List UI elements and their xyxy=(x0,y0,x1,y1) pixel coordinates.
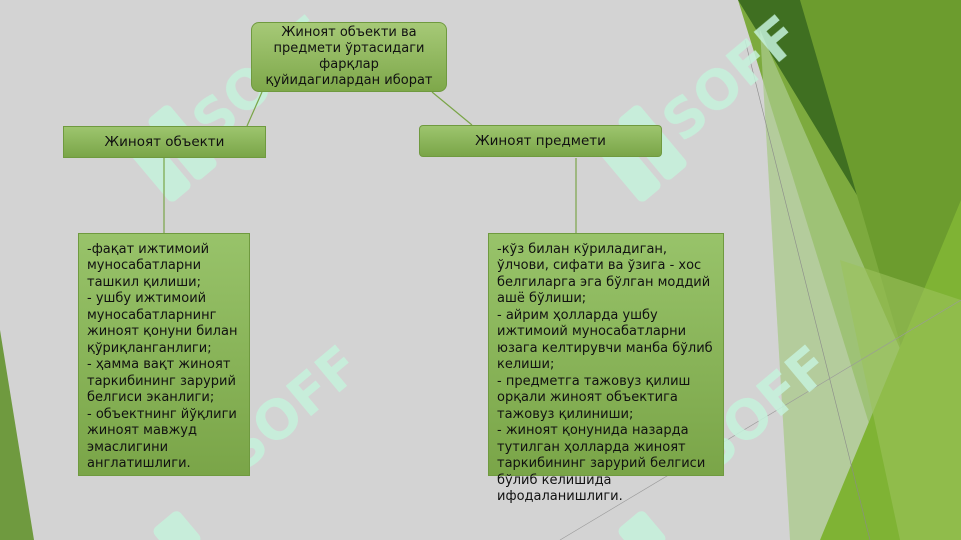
subject-node-title: Жиноят предмети xyxy=(475,133,606,149)
subject-details: -кўз билан кўриладиган, ўлчови, сифати в… xyxy=(488,233,724,504)
decor-pale-green-triangle xyxy=(760,30,905,540)
root-node: Жиноят объекти ва предмети ўртасидаги фа… xyxy=(251,22,447,92)
object-details: -фақат ижтимоий муносабатларни ташкил қи… xyxy=(78,233,250,476)
decor-left-sliver xyxy=(0,330,34,540)
subject-node: Жиноят предмети xyxy=(419,125,662,157)
decor-mid-green-wedge xyxy=(800,0,961,360)
object-details-text: -фақат ижтимоий муносабатларни ташкил қи… xyxy=(87,241,238,472)
decor-soft-overlay xyxy=(840,260,961,540)
decor-thin-line-2 xyxy=(559,299,961,540)
decor-thin-line xyxy=(744,39,871,540)
subject-details-text: -кўз билан кўриладиган, ўлчови, сифати в… xyxy=(497,241,713,505)
root-node-text: Жиноят объекти ва предмети ўртасидаги фа… xyxy=(265,25,433,88)
object-node: Жиноят объекти xyxy=(63,126,266,158)
object-node-title: Жиноят объекти xyxy=(104,134,225,150)
